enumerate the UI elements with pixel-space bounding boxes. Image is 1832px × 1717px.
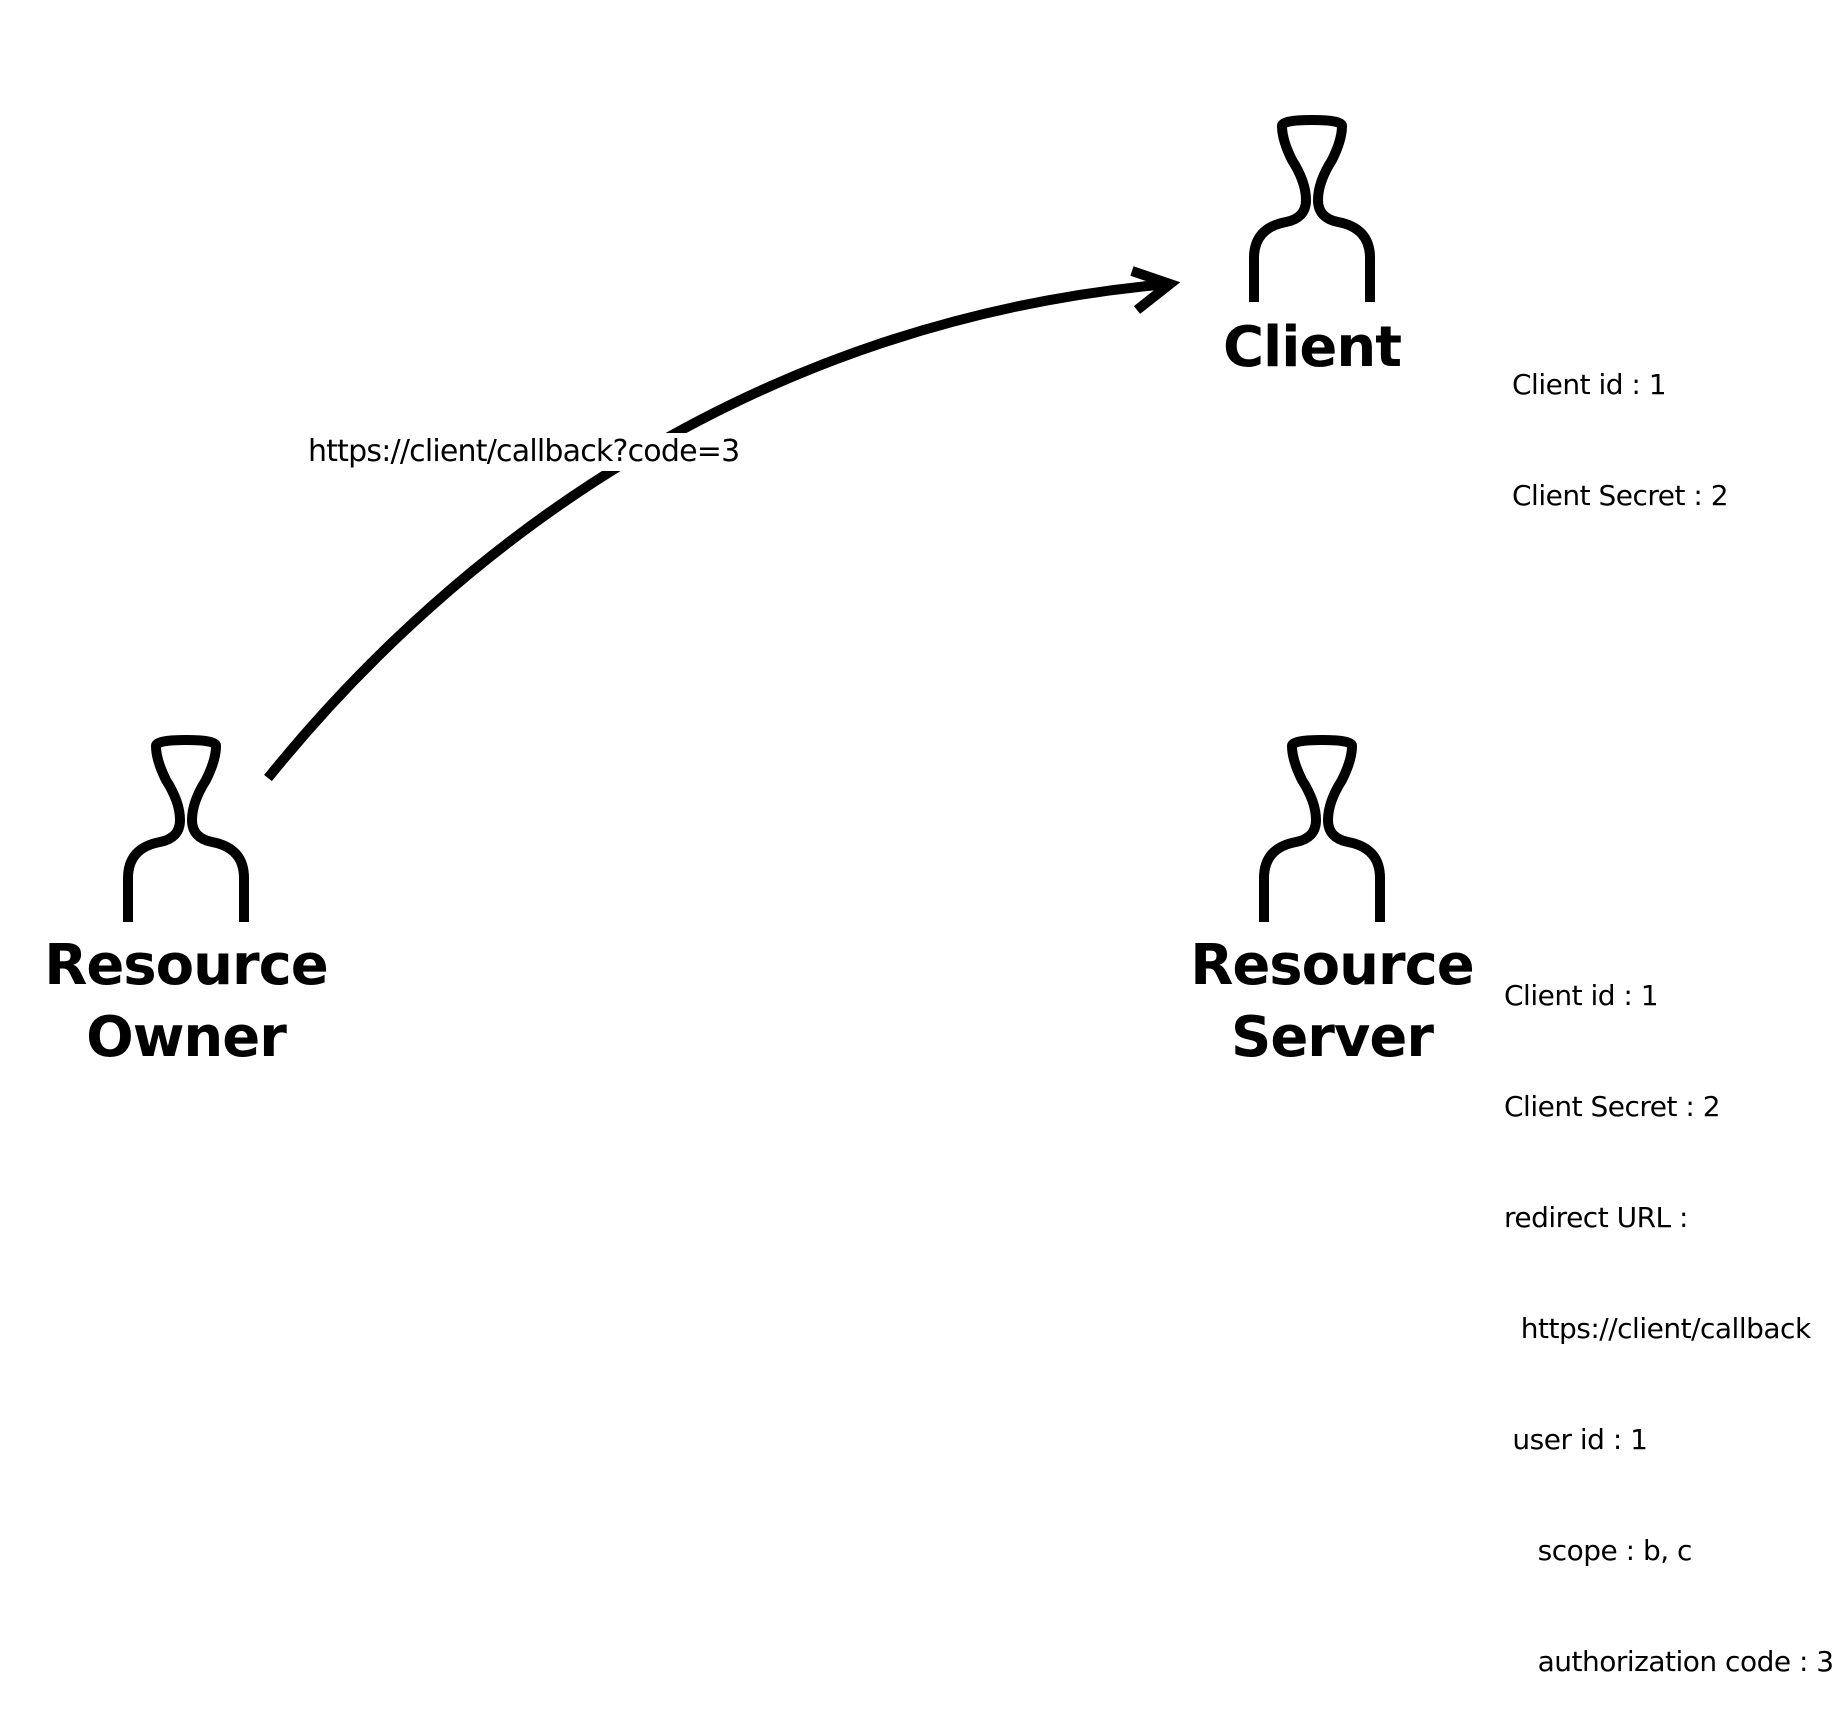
server-info-line: user id : 1 [1504, 1423, 1648, 1456]
resource-owner-person-icon [123, 734, 249, 922]
client-info: Client id : 1 Client Secret : 2 [1512, 292, 1729, 551]
arrowhead-icon [1130, 266, 1181, 314]
client-person-icon [1249, 114, 1375, 302]
redirect-url-label: https://client/callback?code=3 [304, 433, 744, 471]
server-info-line: https://client/callback [1504, 1312, 1811, 1345]
client-name: Client [1222, 315, 1402, 380]
server-info-line: scope : b, c [1504, 1534, 1693, 1567]
server-info-line: Client id : 1 [1504, 979, 1659, 1012]
server-info-line: authorization code : 3 [1504, 1645, 1832, 1678]
resource-server-info: Client id : 1 Client Secret : 2 redirect… [1504, 903, 1832, 1717]
client-info-line: Client id : 1 [1512, 368, 1667, 401]
redirect-arrow-line [264, 279, 1169, 782]
resource-owner-name-line1: Resource [44, 933, 329, 998]
resource-server-name: Resource Server [1182, 930, 1482, 1074]
resource-server-name-line2: Server [1230, 1005, 1434, 1070]
server-info-line: redirect URL : [1504, 1201, 1688, 1234]
server-info-line: Client Secret : 2 [1504, 1090, 1721, 1123]
resource-owner-name: Resource Owner [36, 930, 336, 1074]
resource-server-name-line1: Resource [1190, 933, 1475, 998]
resource-server-person-icon [1259, 734, 1385, 922]
client-info-line: Client Secret : 2 [1512, 479, 1729, 512]
resource-owner-name-line2: Owner [86, 1005, 287, 1070]
